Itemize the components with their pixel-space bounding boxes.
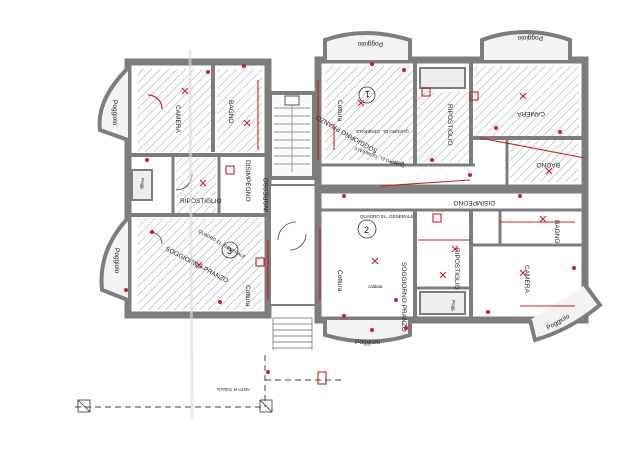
balcony-top-right xyxy=(480,30,572,60)
label-poggiolo-top-center: Poggiolo xyxy=(357,40,383,47)
label-poggiolo-left-mid: Poggiolo xyxy=(113,248,120,274)
balcony-bottom-right xyxy=(528,283,603,343)
entrance-steps xyxy=(272,317,313,350)
label-ingresso: INGRESSO xyxy=(263,178,270,212)
label-camera-left: CAMERA xyxy=(174,105,181,133)
label-quadro-top-1: QUADRO EL. GENERALE xyxy=(355,129,409,134)
label-cottura-top: Cottura xyxy=(336,100,343,122)
label-bagno-top-right: BAGNO xyxy=(537,161,560,168)
label-cottura-bottom: Cottura xyxy=(336,270,343,292)
label-poggiolo-top-right: Poggiolo xyxy=(517,34,543,41)
unit-circle-top xyxy=(358,86,376,104)
apartment-left: CAMERA BAGNO DISIMPEGNO RIPOSTIGLIO SOGG… xyxy=(97,58,272,319)
room-bagno-left xyxy=(217,69,262,152)
label-caldaia-top: caldaia xyxy=(390,160,405,165)
balcony-top-center xyxy=(323,31,412,60)
unit-number-left: 3 xyxy=(227,246,232,256)
label-pogg-bottom: Pogg. xyxy=(451,300,456,312)
label-bagno-left: BAGNO xyxy=(227,100,234,123)
room-ripostiglio-left xyxy=(176,158,216,213)
balcony-left-mid xyxy=(99,216,130,302)
label-soggiorno-bottom: SOGGIORNO PRANZO xyxy=(400,262,407,332)
site-boundary: ANTA-R Tubazio xyxy=(75,355,345,413)
label-ripostiglio-left: RIPOSTIGLIO xyxy=(180,198,222,205)
unit-number-bottom: 2 xyxy=(364,225,369,235)
label-ripostiglio-bottom: RIPOSTIGLIO xyxy=(453,248,460,290)
balcony-bottom-center xyxy=(323,320,412,344)
balcony-left-top xyxy=(97,66,130,142)
label-poggiolo-left-top: Poggiolo xyxy=(111,100,118,126)
label-poggiolo-bottom-center: Poggiolo xyxy=(355,339,381,346)
stairwell: INGRESSO xyxy=(263,91,317,350)
label-ripostiglio-top: RIPOSTIGLIO xyxy=(446,104,453,146)
label-cottura-left: Cottura xyxy=(244,285,251,307)
label-camera-top-right: CAMERA xyxy=(517,110,545,117)
room-camera-top-right xyxy=(474,66,579,136)
label-disimpegno-right: DISIMPEGNO xyxy=(453,199,495,206)
label-bagno-right: BAGNO xyxy=(553,220,560,243)
electrical-symbols xyxy=(181,80,586,385)
ingresso-hall xyxy=(269,184,317,306)
paper-fold xyxy=(188,49,194,421)
unit-circle-bottom xyxy=(357,219,377,239)
apartment-top-right: Poggiolo Poggiolo Cottura SOGGIORNO PRAN… xyxy=(314,30,589,192)
unit-circle-left xyxy=(221,241,239,259)
label-camera-bottom-right: CAMERA xyxy=(523,265,530,293)
room-camera-left xyxy=(137,69,212,152)
label-bottom-note: ANTA-R Tubazio xyxy=(216,387,250,392)
label-disimpegno-left: DISIMPEGNO xyxy=(244,160,251,202)
balcony-left-small xyxy=(131,169,153,201)
room-bagno-top-right xyxy=(510,140,578,182)
label-caldaia-bottom: caldaia xyxy=(368,284,383,289)
unit-number-top: 1 xyxy=(365,89,370,99)
room-soggiorno-top xyxy=(325,66,413,160)
room-ripostiglio-top xyxy=(417,92,469,162)
apartment-bottom-right: DISIMPEGNO BAGNO SOGGIORNO PRANZO Cottur… xyxy=(314,186,603,346)
electrical-dots xyxy=(124,62,576,374)
label-quadro-bottom: QUADRO EL. GENERALE xyxy=(360,214,414,219)
label-pogg-left-small: Pogg. xyxy=(140,178,145,190)
